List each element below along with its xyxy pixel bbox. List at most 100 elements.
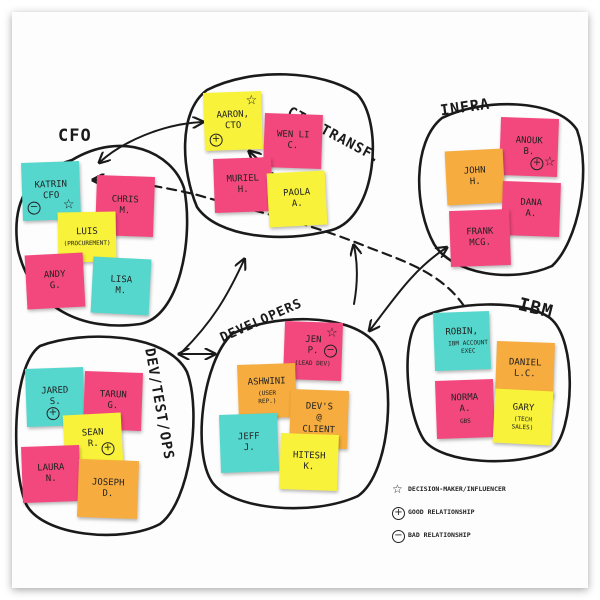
note-name: HITESH [292, 450, 326, 462]
note-name: AARON, [216, 109, 250, 121]
note-name: CFO [42, 190, 60, 202]
link-developers-infra [370, 248, 446, 330]
note-name: G. [49, 280, 61, 292]
note-name: MURIEL [226, 173, 260, 185]
note-name: NORMA [450, 392, 479, 404]
group-label-cfo: CFO [58, 126, 92, 146]
minus-icon: − [323, 342, 338, 358]
note-robin: ROBIN, IBM ACCOUNT EXEC [433, 311, 491, 371]
note-name: DEV'S [305, 401, 334, 413]
star-icon: ☆ [62, 197, 75, 213]
note-jeff: JEFF J. [219, 413, 279, 473]
note-name: L.C. [513, 368, 536, 380]
note-name: LISA [110, 274, 133, 286]
note-name: LAURA [37, 462, 65, 474]
note-name: N. [45, 473, 57, 485]
minus-icon: − [392, 527, 408, 543]
ibm-group-boundary [406, 303, 571, 463]
note-name: ANDY [43, 269, 66, 281]
note-name: JEN [305, 334, 322, 346]
note-name: ROBIN, [445, 326, 479, 338]
note-desc: (LEAD DEV) [294, 359, 331, 368]
note-name: K. [303, 461, 315, 473]
note-wenli: WEN LI C. [263, 113, 323, 169]
note-name: G. [107, 400, 119, 412]
note-name: H. [237, 184, 249, 196]
legend-bad-label: BAD RELATIONSHIP [408, 531, 471, 539]
note-joseph: JOSEPH D. [77, 458, 139, 520]
note-name: PAOLA [282, 187, 311, 199]
note-andy: ANDY G. [24, 252, 86, 310]
note-name: M. [115, 285, 127, 297]
note-name: WEN LI [276, 129, 310, 141]
note-anouk: ANOUK B. + ☆ [499, 117, 559, 177]
note-desc: GBS [459, 417, 471, 425]
note-lisa: LISA M. [90, 256, 152, 316]
note-name: C. [287, 140, 299, 152]
minus-icon: − [27, 199, 41, 215]
legend-decision: ☆ DECISION-MAKER/INFLUENCER [392, 482, 506, 496]
plus-icon: + [46, 405, 60, 421]
star-icon: ☆ [245, 93, 258, 109]
note-name: SEAN [81, 427, 104, 439]
legend: ☆ DECISION-MAKER/INFLUENCER + GOOD RELAT… [392, 482, 506, 551]
note-name: DANA [520, 197, 543, 209]
note-name: KATRIN [34, 179, 68, 191]
devtestops-group-boundary [14, 335, 195, 537]
note-name: H. [469, 176, 481, 188]
star-icon: ☆ [543, 154, 556, 170]
note-paola: PAOLA A. [266, 170, 328, 228]
note-desc: (PROCUREMENT) [63, 239, 111, 248]
star-icon: ☆ [392, 482, 403, 496]
note-desc: (TECH SALES) [511, 415, 534, 432]
note-name: ASHWINI [247, 376, 286, 388]
note-name: GARY [512, 402, 535, 414]
plus-icon: + [530, 155, 544, 171]
note-name: CTO [224, 120, 242, 132]
note-name: J. [243, 442, 255, 454]
link-aaron-katrin [100, 122, 202, 162]
note-name: CHRIS [111, 194, 139, 206]
note-name: LUIS [75, 226, 98, 237]
link-developers-cto-up [354, 246, 357, 305]
legend-bad: − BAD RELATIONSHIP [392, 527, 506, 543]
note-laura: LAURA N. [21, 445, 81, 503]
note-name: JOHN [463, 165, 486, 177]
note-john: JOHN H. [444, 148, 506, 206]
note-desc: (USER REP.) [257, 390, 277, 405]
note-ashwini: ASHWINI (USER REP.) [237, 363, 297, 419]
note-aaron: AARON, CTO ☆ + [203, 91, 263, 151]
plus-icon: + [392, 504, 408, 520]
note-frank: FRANK McG. [449, 208, 511, 268]
note-muriel: MURIEL H. [213, 157, 273, 213]
note-dana: DANA A. [501, 181, 561, 237]
legend-good: + GOOD RELATIONSHIP [392, 504, 506, 520]
note-name: McG. [469, 237, 492, 249]
note-norma: NORMA A. GBS [435, 379, 495, 439]
note-name: M. [119, 205, 131, 217]
note-name: D. [102, 488, 114, 500]
note-name: TARUN [99, 389, 127, 401]
note-name: A. [525, 208, 537, 220]
note-gary: GARY (TECH SALES) [492, 388, 554, 446]
note-name: @ [316, 413, 322, 424]
link-developers-cto [181, 260, 244, 353]
plus-icon: + [101, 440, 115, 456]
legend-decision-label: DECISION-MAKER/INFLUENCER [408, 485, 506, 493]
note-name: JOSEPH [91, 477, 125, 489]
note-name: A. [291, 198, 303, 210]
infra-group-boundary [417, 102, 585, 277]
note-name: A. [459, 404, 471, 415]
cto-group-boundary [183, 72, 375, 239]
note-name: JARED [41, 385, 69, 397]
plus-icon: + [209, 131, 223, 147]
note-name: JEFF [237, 431, 260, 443]
note-name: P. [307, 346, 319, 357]
note-desc: IBM ACCOUNT EXEC [448, 339, 489, 355]
note-hitesh: HITESH K. [279, 433, 339, 491]
whiteboard: CFO CTO TRANSF. INFRA IBM DEVELOPERS DEV… [12, 12, 588, 588]
note-name: R. [87, 438, 99, 450]
star-icon: ☆ [325, 325, 338, 341]
note-name: ANOUK [515, 135, 543, 147]
legend-good-label: GOOD RELATIONSHIP [408, 508, 475, 516]
